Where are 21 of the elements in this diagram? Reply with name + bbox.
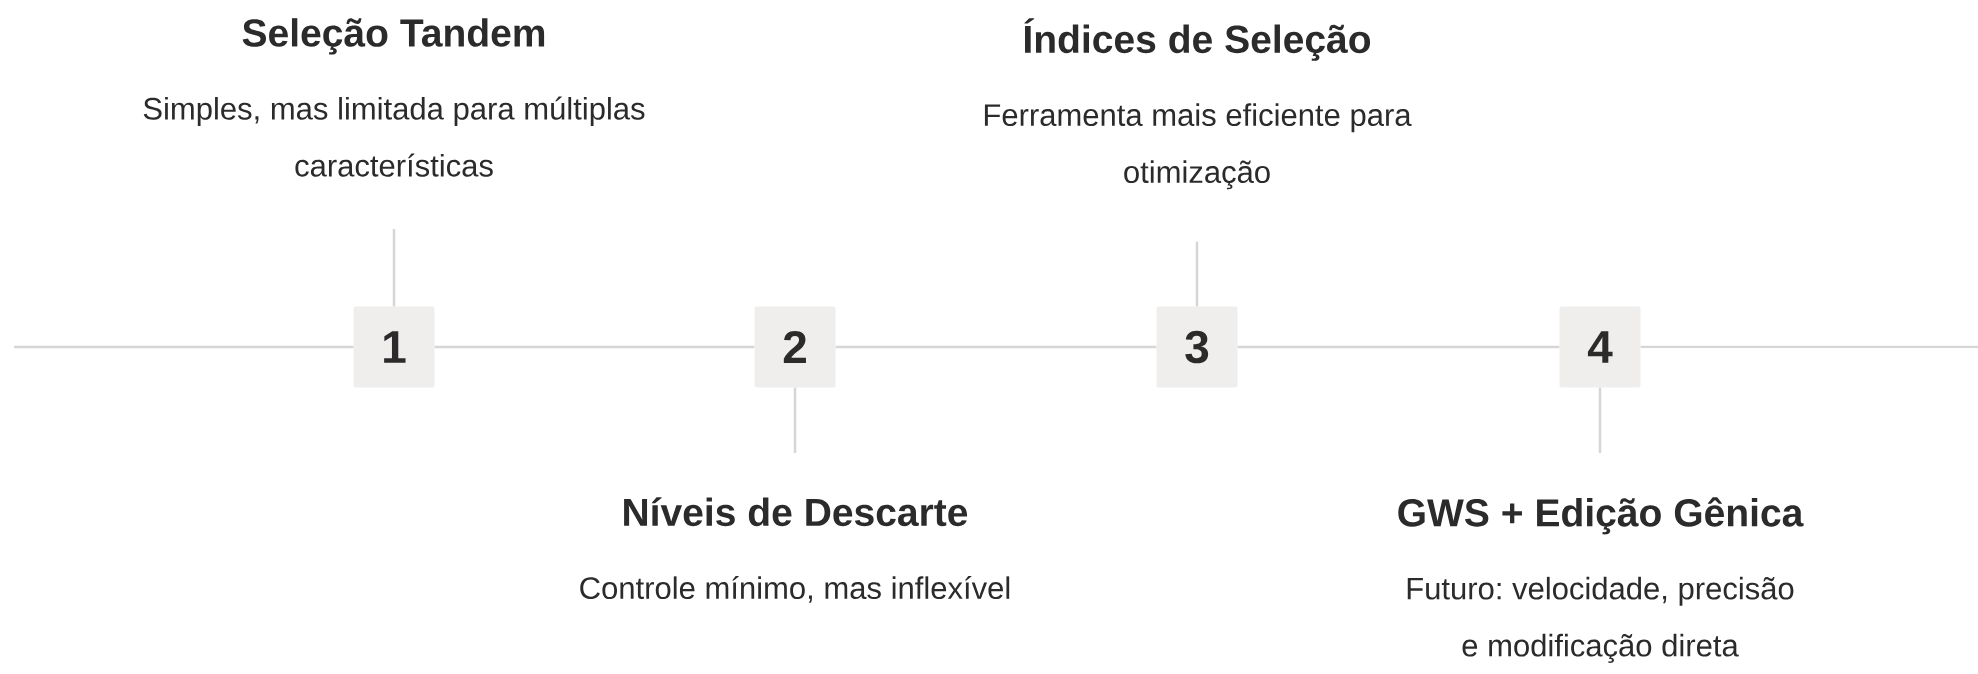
step-title: Níveis de Descarte	[624, 497, 968, 527]
connector-line	[793, 387, 797, 453]
step-title: Índices de Seleção	[1024, 18, 1371, 61]
connector-line	[835, 345, 1157, 349]
step-title: Seleção Tandem	[242, 18, 545, 55]
step-title: GWS + Edição Gênica	[1398, 497, 1804, 535]
number-tile: 3	[1156, 306, 1238, 388]
connector-line	[1640, 345, 1978, 349]
number-tile: 1	[353, 306, 435, 388]
connector-line	[434, 345, 755, 349]
connector-line	[1598, 387, 1602, 453]
connector-line	[392, 228, 396, 307]
step-description: Simples, mas limitada para múltiplas características	[143, 96, 645, 177]
connector-line	[1237, 345, 1560, 349]
number-tile: 4	[1559, 306, 1641, 388]
step-description: Controle mínimo, mas inflexível	[580, 575, 1010, 603]
connector-line	[1195, 241, 1199, 307]
connector-line	[14, 345, 354, 349]
step-description: Ferramenta mais eficiente para otimização	[984, 103, 1412, 190]
number-tile: 2	[754, 306, 836, 388]
step-description: Futuro: velocidade, precisão e modificação direta	[1407, 576, 1794, 663]
